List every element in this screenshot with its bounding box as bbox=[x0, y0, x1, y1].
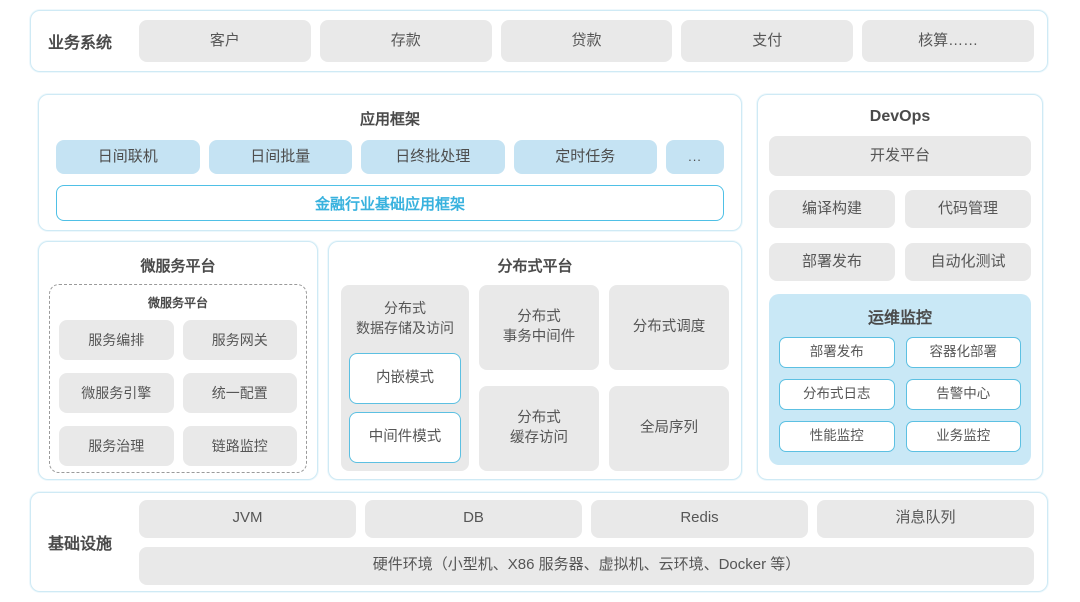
chip-code-management: 代码管理 bbox=[905, 190, 1031, 228]
distributed-right-column: 分布式调度 全局序列 bbox=[609, 285, 729, 471]
chip-more-ellipsis: ... bbox=[666, 140, 724, 174]
business-chip-deposit: 存款 bbox=[319, 20, 492, 62]
business-systems-section: 业务系统 客户 存款 贷款 支付 核算…… bbox=[30, 10, 1048, 72]
cell-cache-access: 分布式 缓存访问 bbox=[479, 386, 599, 471]
distributed-title: 分布式平台 bbox=[497, 258, 573, 275]
infrastructure-section: 基础设施 JVM DB Redis 消息队列 硬件环境（小型机、X86 服务器、… bbox=[30, 492, 1048, 592]
chip-eod-batch: 日终批处理 bbox=[361, 140, 505, 174]
data-storage-access-box: 分布式 数据存储及访问 内嵌模式 中间件模式 bbox=[341, 285, 469, 471]
chip-monitor-deploy-release: 部署发布 bbox=[779, 337, 895, 368]
microservice-inner-title: 微服务平台 bbox=[147, 296, 208, 310]
chip-service-orchestration: 服务编排 bbox=[59, 320, 174, 360]
app-framework-chips: 日间联机 日间批量 日终批处理 定时任务 ... bbox=[56, 140, 724, 174]
chip-deploy-release: 部署发布 bbox=[769, 243, 895, 281]
chip-scheduled-task: 定时任务 bbox=[513, 140, 657, 174]
chip-microservice-engine: 微服务引擎 bbox=[59, 373, 174, 413]
ops-monitoring-panel: 运维监控 部署发布 容器化部署 分布式日志 告警中心 性能监控 业务监控 bbox=[769, 294, 1031, 465]
devops-tools-grid: 编译构建 代码管理 部署发布 自动化测试 bbox=[769, 190, 1031, 281]
infrastructure-chips: JVM DB Redis 消息队列 bbox=[139, 499, 1034, 538]
cell-distributed-scheduling: 分布式调度 bbox=[609, 285, 729, 370]
business-chip-payment: 支付 bbox=[681, 20, 854, 62]
microservice-panel: 微服务平台 微服务平台 服务编排 服务网关 微服务引擎 统一配置 服务治理 链路… bbox=[38, 241, 318, 480]
business-chip-accounting: 核算…… bbox=[862, 20, 1034, 62]
chip-service-governance: 服务治理 bbox=[59, 426, 174, 466]
distributed-middle-column: 分布式 事务中间件 分布式 缓存访问 bbox=[479, 285, 599, 471]
chip-distributed-log: 分布式日志 bbox=[779, 379, 895, 410]
microservice-grid: 服务编排 服务网关 微服务引擎 统一配置 服务治理 链路监控 bbox=[59, 320, 297, 466]
chip-containerized-deploy: 容器化部署 bbox=[905, 337, 1021, 368]
chip-message-queue: 消息队列 bbox=[817, 499, 1034, 538]
microservice-title: 微服务平台 bbox=[140, 258, 216, 275]
chip-compile-build: 编译构建 bbox=[769, 190, 895, 228]
cell-global-sequence: 全局序列 bbox=[609, 386, 729, 471]
ops-monitoring-title: 运维监控 bbox=[867, 310, 932, 327]
data-storage-access-label: 分布式 数据存储及访问 bbox=[356, 300, 454, 336]
ops-monitoring-grid: 部署发布 容器化部署 分布式日志 告警中心 性能监控 业务监控 bbox=[779, 337, 1021, 452]
business-systems-chips: 客户 存款 贷款 支付 核算…… bbox=[139, 20, 1034, 62]
chip-performance-monitoring: 性能监控 bbox=[779, 421, 895, 452]
chip-jvm: JVM bbox=[139, 499, 356, 538]
base-framework-bar: 金融行业基础应用框架 bbox=[56, 185, 724, 221]
devops-panel: DevOps 开发平台 编译构建 代码管理 部署发布 自动化测试 运维监控 部署… bbox=[757, 94, 1043, 480]
business-chip-customer: 客户 bbox=[139, 20, 311, 62]
chip-alert-center: 告警中心 bbox=[905, 379, 1021, 410]
business-systems-label: 业务系统 bbox=[48, 35, 113, 52]
microservice-inner-box: 微服务平台 服务编排 服务网关 微服务引擎 统一配置 服务治理 链路监控 bbox=[49, 284, 307, 473]
cell-transaction-middleware: 分布式 事务中间件 bbox=[479, 285, 599, 370]
app-framework-panel: 应用框架 日间联机 日间批量 日终批处理 定时任务 ... 金融行业基础应用框架 bbox=[38, 94, 742, 231]
chip-middleware-mode: 中间件模式 bbox=[349, 412, 461, 463]
chip-redis: Redis bbox=[591, 499, 808, 538]
devops-title: DevOps bbox=[869, 108, 931, 125]
chip-auto-test: 自动化测试 bbox=[905, 243, 1031, 281]
chip-embedded-mode: 内嵌模式 bbox=[349, 353, 461, 404]
chip-daytime-online: 日间联机 bbox=[56, 140, 200, 174]
chip-unified-config: 统一配置 bbox=[182, 373, 297, 413]
chip-trace-monitoring: 链路监控 bbox=[182, 426, 297, 466]
distributed-grid: 分布式 数据存储及访问 内嵌模式 中间件模式 分布式 事务中间件 分布式 缓存访… bbox=[341, 285, 729, 471]
chip-daytime-batch: 日间批量 bbox=[208, 140, 352, 174]
app-framework-title: 应用框架 bbox=[359, 111, 420, 128]
hardware-environment-bar: 硬件环境（小型机、X86 服务器、虚拟机、云环境、Docker 等） bbox=[139, 546, 1034, 585]
chip-service-gateway: 服务网关 bbox=[182, 320, 297, 360]
distributed-panel: 分布式平台 分布式 数据存储及访问 内嵌模式 中间件模式 分布式 事务中间件 分… bbox=[328, 241, 742, 480]
chip-dev-platform: 开发平台 bbox=[769, 136, 1031, 176]
business-chip-loan: 贷款 bbox=[500, 20, 673, 62]
chip-db: DB bbox=[365, 499, 582, 538]
infrastructure-label: 基础设施 bbox=[48, 536, 113, 553]
chip-business-monitoring: 业务监控 bbox=[905, 421, 1021, 452]
infrastructure-content: JVM DB Redis 消息队列 硬件环境（小型机、X86 服务器、虚拟机、云… bbox=[139, 499, 1034, 585]
